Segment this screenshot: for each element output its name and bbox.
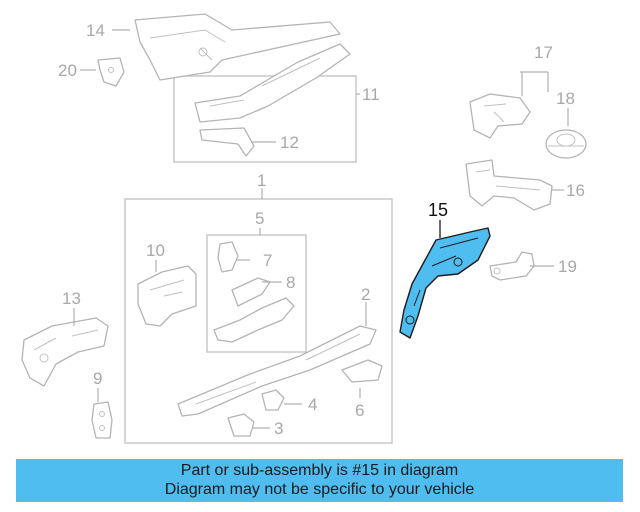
- group-box-5: [206, 234, 307, 353]
- part-18: [545, 129, 587, 159]
- part-11: [194, 43, 351, 123]
- callout-1: 1: [257, 171, 266, 190]
- banner-line-1: Part or sub-assembly is #15 in diagram: [180, 462, 459, 479]
- part-3: [227, 413, 255, 437]
- part-8: [231, 277, 271, 307]
- part-6: [341, 359, 383, 383]
- callout-20: 20: [58, 61, 77, 80]
- callout-8: 8: [286, 273, 295, 292]
- callout-6: 6: [355, 401, 364, 420]
- callout-14: 14: [86, 21, 105, 40]
- group-box-11: [173, 75, 357, 163]
- part-16: [465, 159, 553, 211]
- info-banner: Part or sub-assembly is #15 in diagram D…: [16, 459, 623, 502]
- part-17: [469, 93, 531, 139]
- callout-15-highlighted: 15: [428, 200, 448, 220]
- banner-line-2: Diagram may not be specific to your vehi…: [164, 481, 475, 498]
- callout-2: 2: [361, 285, 370, 304]
- part-20: [97, 57, 125, 87]
- part-7: [217, 241, 239, 273]
- part-19: [489, 251, 535, 281]
- callout-3: 3: [274, 419, 283, 438]
- callout-13: 13: [62, 289, 81, 308]
- part-13: [21, 317, 109, 387]
- callout-16: 16: [566, 181, 585, 200]
- callout-7: 7: [263, 251, 272, 270]
- leader-lines: [73, 29, 569, 429]
- group-box-1: [124, 198, 393, 444]
- callout-9: 9: [93, 369, 102, 388]
- callout-5: 5: [255, 209, 264, 228]
- callout-4: 4: [308, 395, 317, 414]
- part-4: [261, 389, 285, 411]
- callout-11: 11: [362, 85, 380, 104]
- callout-10: 10: [146, 241, 165, 260]
- part-5: [213, 297, 295, 343]
- callout-17: 17: [534, 43, 553, 62]
- part-10: [137, 265, 197, 327]
- callout-12: 12: [280, 133, 299, 152]
- part-15-highlighted: [399, 227, 491, 339]
- part-2: [177, 325, 377, 417]
- callout-19: 19: [558, 257, 577, 276]
- part-12: [199, 127, 255, 157]
- part-9: [91, 401, 113, 439]
- part-14: [134, 13, 341, 81]
- callout-18: 18: [556, 89, 575, 108]
